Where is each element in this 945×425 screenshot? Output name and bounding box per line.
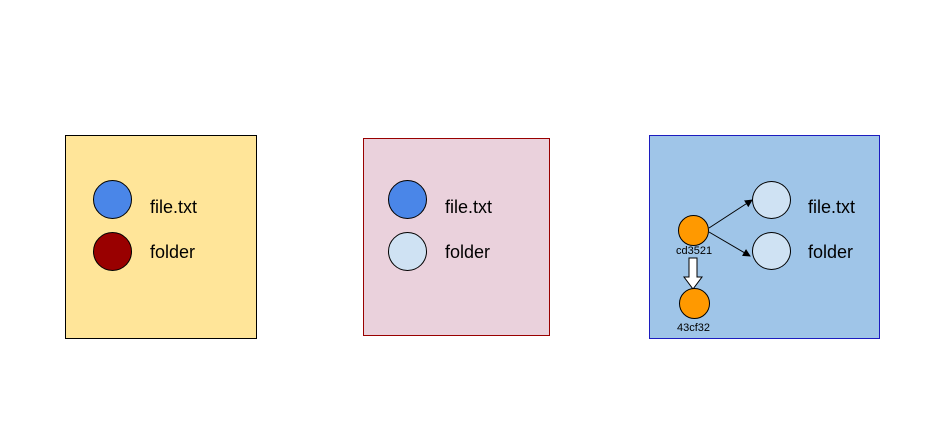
folder-tree-circle: [752, 232, 791, 270]
folder-label: folder: [445, 242, 491, 262]
file-blob-circle: [388, 180, 427, 219]
folder-label: folder: [808, 242, 854, 262]
file-label: file.txt: [150, 197, 198, 217]
commit-43cf32-label: 43cf32: [677, 322, 711, 334]
file-label: file.txt: [808, 197, 856, 217]
commit-cd3521-circle: [678, 215, 709, 246]
file-label: file.txt: [445, 197, 493, 217]
folder-tree-circle: [93, 232, 132, 271]
commit-cd3521-label: cd3521: [676, 245, 713, 257]
file-blob-circle: [93, 180, 132, 219]
folder-tree-circle: [388, 232, 427, 271]
commit-43cf32-circle: [679, 288, 710, 319]
file-blob-circle: [752, 181, 791, 219]
staging-area-panel: [363, 138, 550, 336]
folder-label: folder: [150, 242, 196, 262]
working-directory-panel: [65, 135, 257, 339]
